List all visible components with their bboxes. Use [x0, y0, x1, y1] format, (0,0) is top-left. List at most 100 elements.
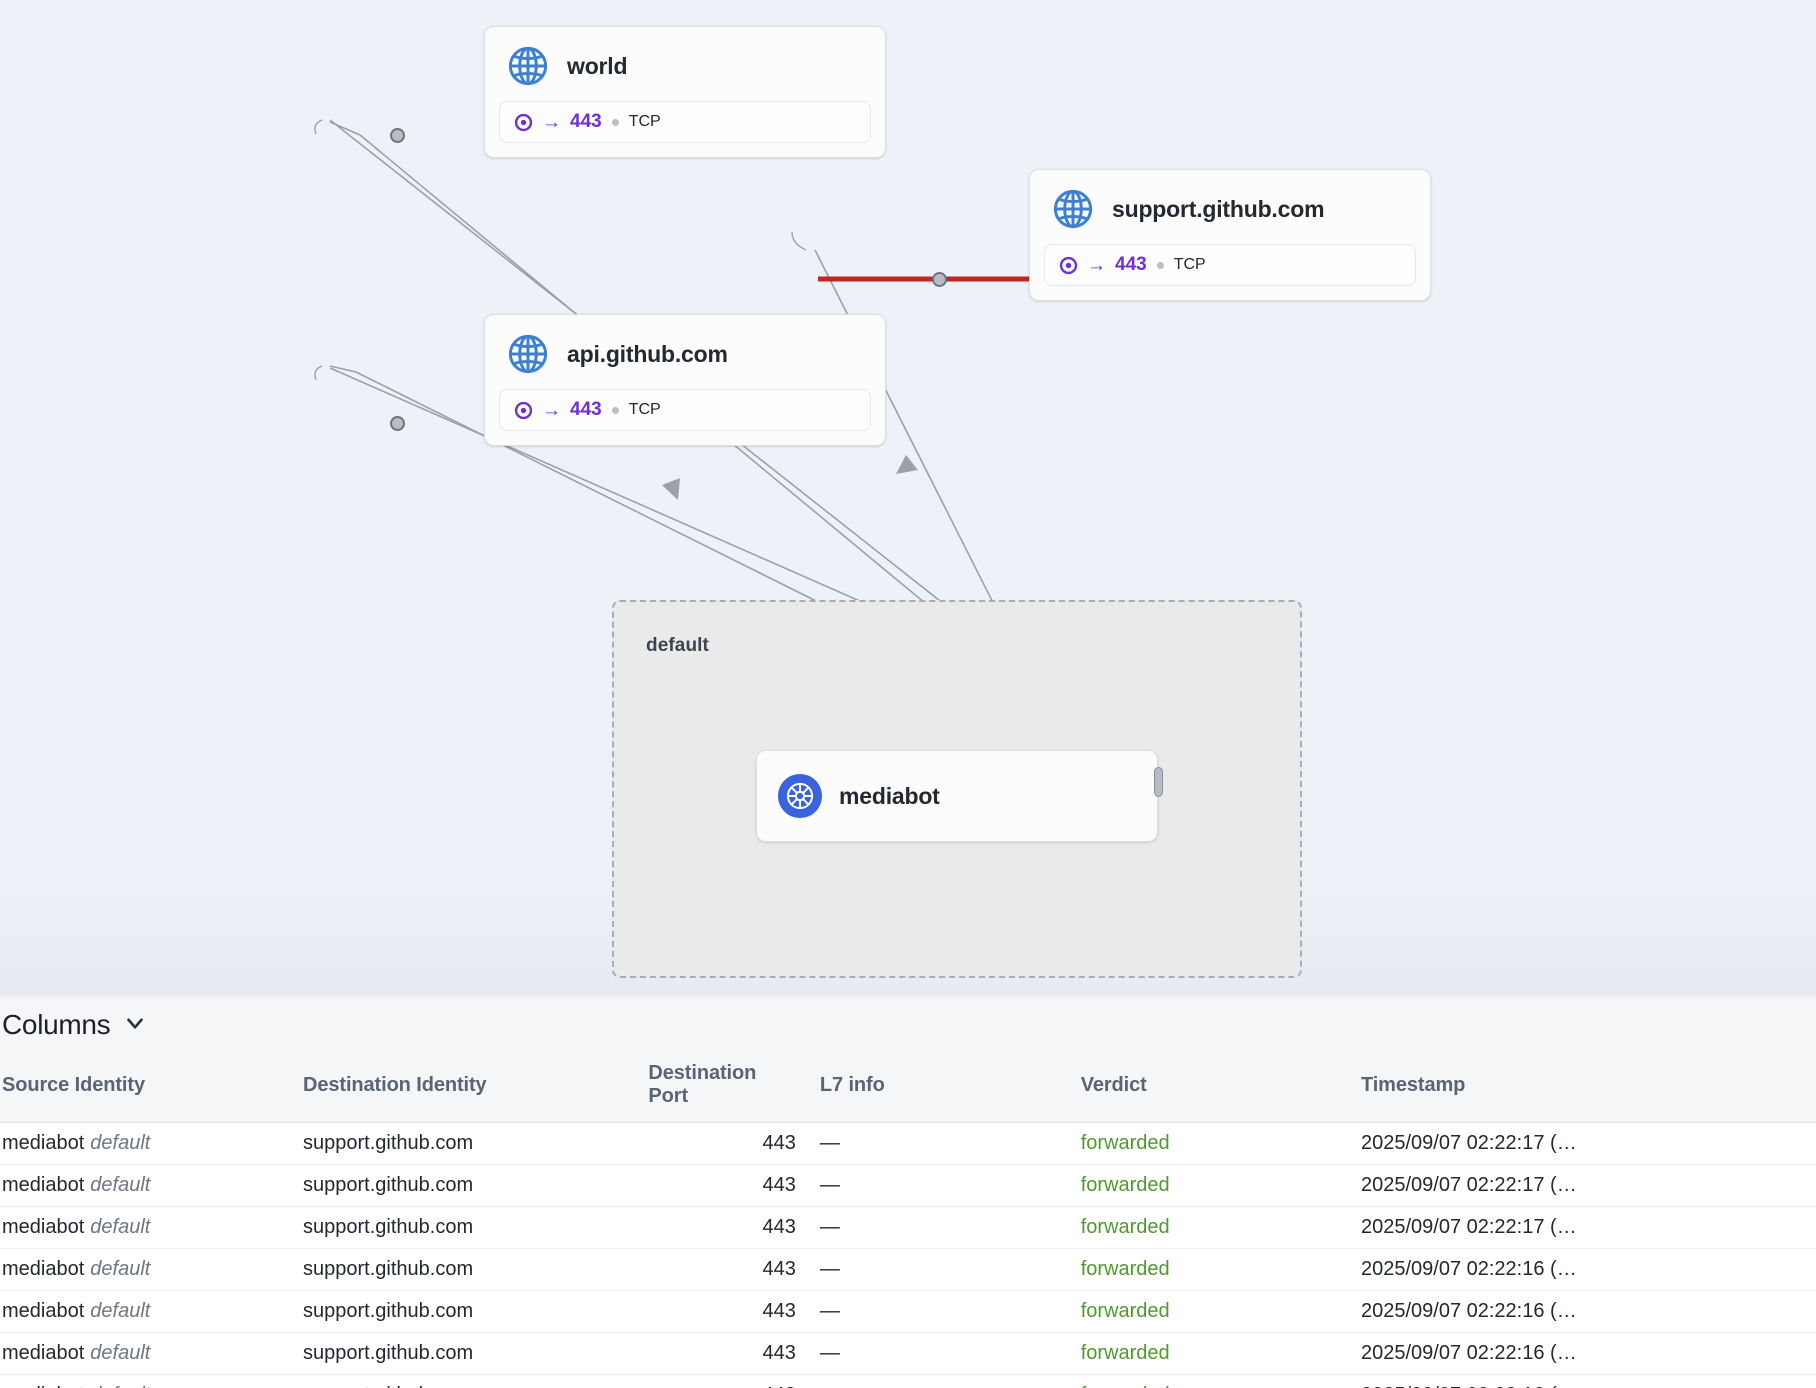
source-identity-name: mediabot — [2, 1174, 85, 1196]
port-row-api-github[interactable]: → 443 TCP — [499, 389, 871, 431]
column-header-destination-port[interactable]: Destination Port — [648, 1056, 796, 1123]
cell-destination-identity: support.github.com — [303, 1206, 649, 1249]
port-protocol: TCP — [628, 113, 661, 130]
kubernetes-icon — [777, 773, 823, 819]
globe-icon — [1050, 186, 1096, 232]
cell-l7-info: — — [795, 1248, 1081, 1291]
cell-l7-info: — — [795, 1122, 1081, 1165]
column-header-verdict[interactable]: Verdict — [1080, 1056, 1311, 1123]
service-node-header: mediabot — [757, 751, 1157, 841]
port-number: 443 — [570, 399, 602, 420]
separator-dot-icon — [611, 118, 619, 126]
source-identity-name: mediabot — [2, 1258, 85, 1280]
port-arrow-icon: → — [1087, 254, 1106, 276]
cell-timestamp: 2025/09/07 02:22:16 (… — [1310, 1248, 1816, 1291]
edge-stub-support — [791, 231, 807, 251]
service-node-title: support.github.com — [1112, 195, 1325, 222]
edge-stub-world — [314, 119, 323, 135]
service-node-mediabot[interactable]: mediabot — [756, 750, 1158, 842]
cell-verdict: forwarded — [1080, 1290, 1311, 1333]
cell-destination-identity: support.github.com — [303, 1332, 649, 1375]
port-protocol: TCP — [1173, 256, 1206, 273]
flows-table-head: Source Identity Destination Identity Des… — [0, 1056, 1816, 1123]
source-identity-namespace: default — [90, 1300, 151, 1322]
source-identity-name: mediabot — [2, 1342, 85, 1364]
cell-destination-port: 443 — [648, 1122, 796, 1165]
separator-dot-icon — [611, 406, 619, 414]
column-header-timestamp[interactable]: Timestamp — [1310, 1056, 1816, 1123]
port-number: 443 — [570, 111, 602, 132]
globe-icon — [505, 43, 551, 89]
service-map-canvas[interactable]: default world — [0, 0, 1816, 993]
edge-handle-world[interactable] — [390, 128, 405, 143]
cell-timestamp: 2025/09/07 02:22:17 (… — [1310, 1206, 1816, 1249]
cell-timestamp: 2025/09/07 02:22:17 (… — [1310, 1122, 1816, 1165]
columns-toolbar: Columns — [0, 994, 1816, 1056]
flows-table[interactable]: Source Identity Destination Identity Des… — [0, 1056, 1816, 1388]
edge-handle-api-github[interactable] — [390, 416, 405, 431]
cell-destination-port: 443 — [648, 1206, 796, 1249]
service-node-title: api.github.com — [567, 340, 728, 367]
cell-destination-identity: support.github.com — [303, 1290, 649, 1333]
service-node-header: world — [485, 27, 885, 101]
port-row-support-github[interactable]: → 443 TCP — [1044, 244, 1416, 286]
source-identity-namespace: default — [90, 1384, 150, 1388]
column-header-source-identity[interactable]: Source Identity — [0, 1056, 303, 1123]
source-identity-namespace: default — [90, 1342, 151, 1364]
edge-stub-api — [314, 365, 323, 381]
cell-timestamp: 2025/09/07 02:22:16 (… — [1310, 1332, 1816, 1375]
columns-button-label[interactable]: Columns — [2, 1009, 111, 1040]
cell-verdict: forwarded — [1080, 1122, 1311, 1165]
cell-l7-info: — — [795, 1374, 1081, 1388]
service-node-api-github-com[interactable]: api.github.com → 443 TCP — [484, 314, 886, 446]
source-identity-name: mediabot — [2, 1216, 85, 1238]
cell-l7-info: — — [795, 1164, 1081, 1207]
source-identity-namespace: default — [90, 1258, 151, 1280]
table-row[interactable]: mediabotdefaultsupport.github.com443—for… — [0, 1374, 1816, 1388]
namespace-group-label: default — [646, 635, 709, 656]
cell-timestamp: 2025/09/07 02:22:16 (… — [1310, 1374, 1816, 1388]
port-arrow-icon: → — [542, 111, 561, 133]
source-identity-name: mediabot — [2, 1300, 85, 1322]
cell-l7-info: — — [795, 1290, 1081, 1333]
source-identity-namespace: default — [90, 1216, 151, 1238]
source-identity-namespace: default — [90, 1174, 151, 1196]
edge-arrow-1 — [896, 455, 918, 474]
cell-destination-port: 443 — [648, 1290, 796, 1333]
cell-verdict: forwarded — [1080, 1332, 1311, 1375]
flows-table-panel: Columns Source Identity Destination Iden… — [0, 993, 1816, 1388]
globe-icon — [505, 331, 551, 377]
source-identity-name: mediabot — [2, 1132, 85, 1154]
port-target-icon — [514, 401, 533, 420]
port-row-world[interactable]: → 443 TCP — [499, 101, 871, 143]
source-identity-namespace: default — [90, 1132, 151, 1154]
column-header-l7-info[interactable]: L7 info — [795, 1056, 1081, 1123]
edge-arrow-2 — [662, 478, 680, 500]
source-identity-name: mediabot — [2, 1384, 84, 1388]
service-node-title: mediabot — [839, 782, 940, 809]
cell-destination-port: 443 — [648, 1374, 796, 1388]
edge-handle-mediabot[interactable] — [1154, 767, 1163, 797]
cell-l7-info: — — [795, 1206, 1081, 1249]
port-target-icon — [514, 113, 533, 132]
port-protocol: TCP — [628, 401, 661, 418]
edge-handle-support-github[interactable] — [932, 272, 947, 287]
cell-destination-identity: support.github.com — [303, 1164, 649, 1207]
service-node-world[interactable]: world → 443 TCP — [484, 26, 886, 158]
port-target-icon — [1059, 256, 1078, 275]
cell-verdict: forwarded — [1080, 1164, 1311, 1207]
column-header-destination-identity[interactable]: Destination Identity — [303, 1056, 649, 1123]
chevron-down-icon[interactable] — [122, 1010, 148, 1041]
service-node-support-github-com[interactable]: support.github.com → 443 TCP — [1029, 169, 1431, 301]
